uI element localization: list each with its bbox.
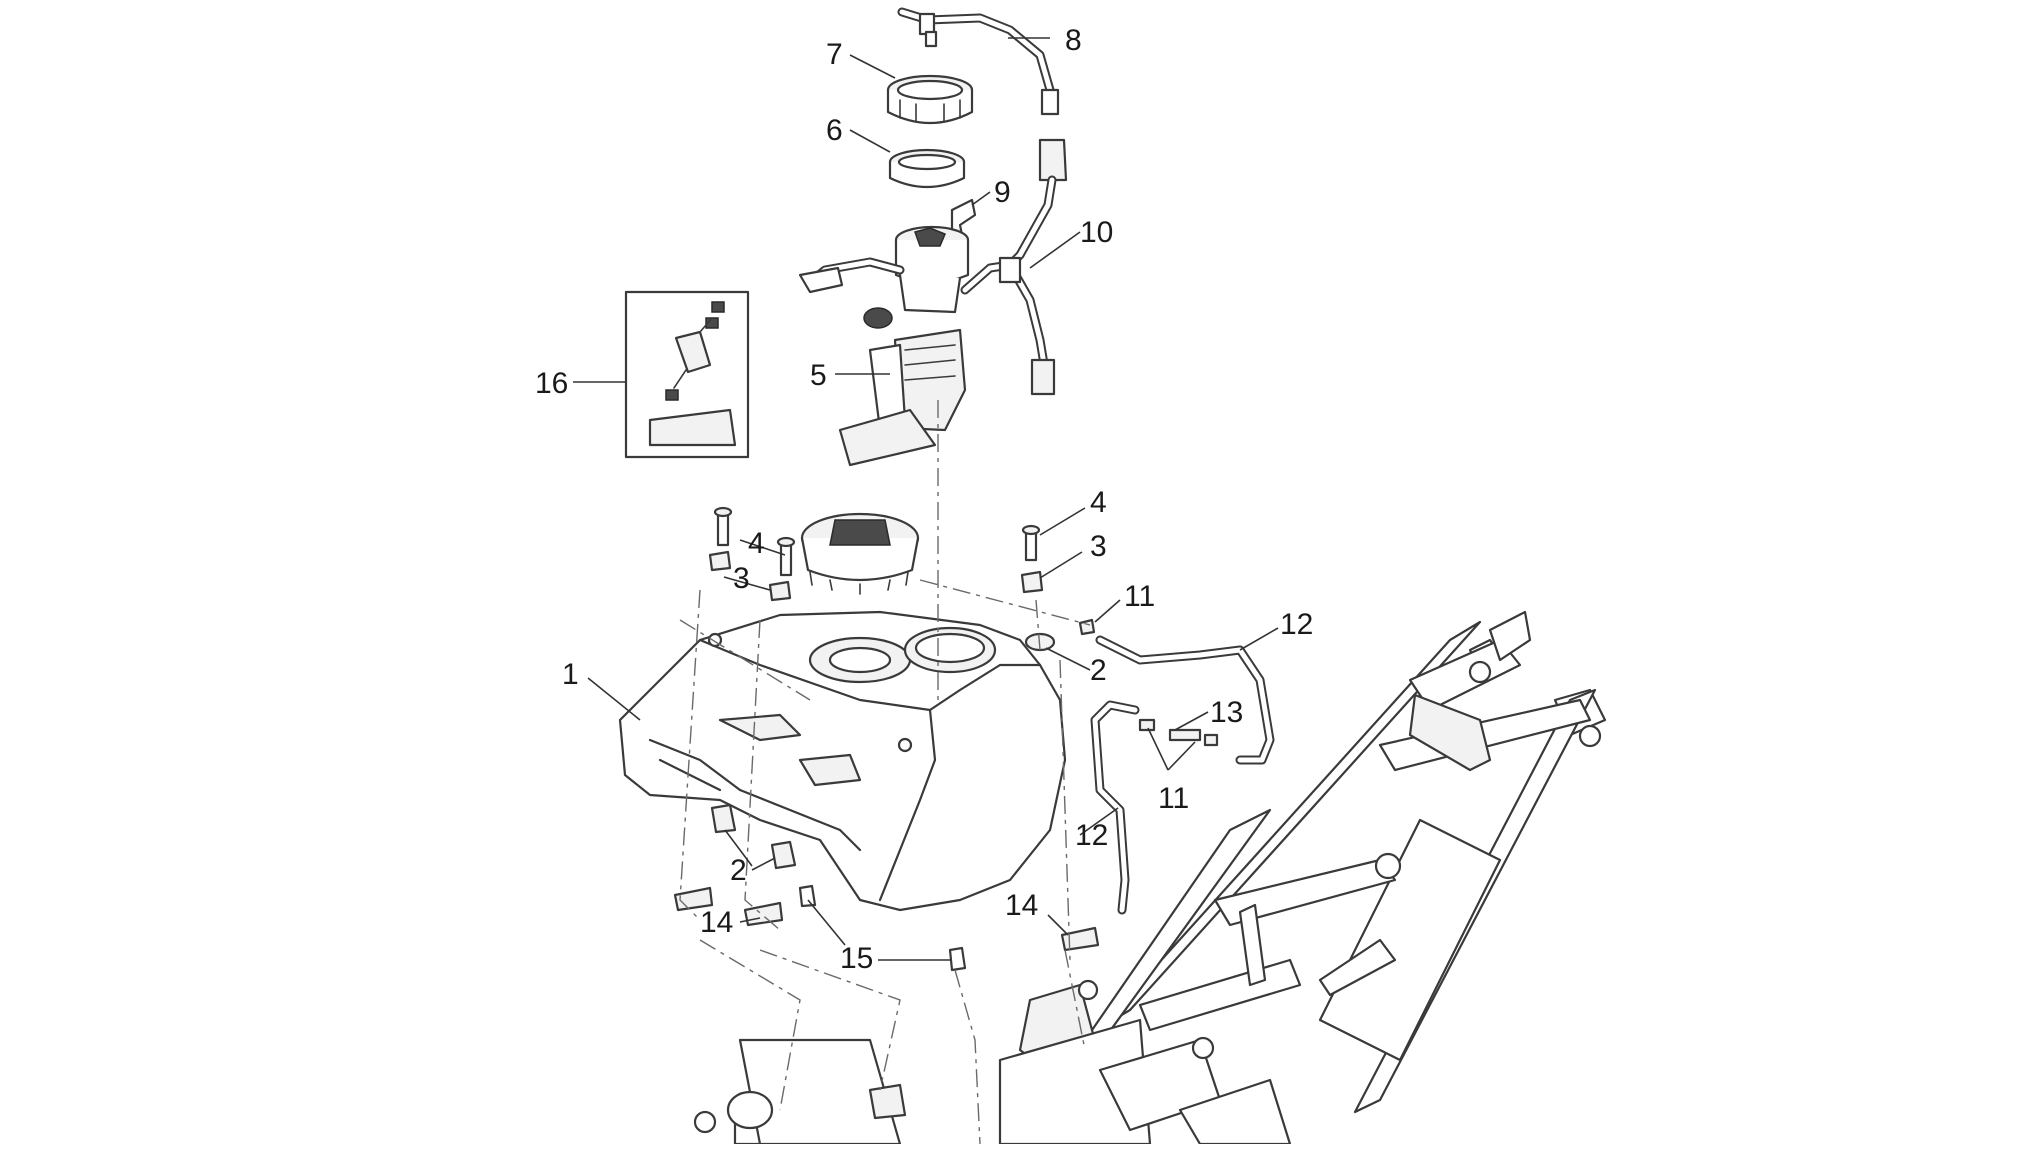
leader-lines — [573, 37, 1279, 961]
callout-3-left: 3 — [733, 562, 750, 595]
callout-11-top: 11 — [1124, 580, 1155, 613]
callout-6: 6 — [826, 114, 843, 147]
callout-14-left: 14 — [700, 906, 733, 939]
callout-9: 9 — [994, 176, 1011, 209]
callout-11-bottom: 11 — [1158, 782, 1189, 815]
callout-1: 1 — [562, 658, 579, 691]
callout-13: 13 — [1210, 696, 1243, 729]
ring-nut-7 — [886, 74, 974, 125]
vent-hoses-12 — [1090, 635, 1275, 915]
frame — [693, 610, 1607, 1146]
fasteners — [673, 506, 1100, 972]
callout-2-top: 2 — [1090, 654, 1107, 687]
fuel-filter-16 — [624, 290, 750, 459]
callout-12-top: 12 — [1280, 608, 1313, 641]
callout-8: 8 — [1065, 24, 1082, 57]
callout-3-right: 3 — [1090, 530, 1107, 563]
callout-7: 7 — [826, 38, 843, 71]
callout-15: 15 — [840, 942, 873, 975]
callout-4-left: 4 — [748, 527, 765, 560]
fuel-line-8 — [897, 7, 1068, 275]
callout-labels: 7 8 6 9 10 16 5 4 4 3 3 11 12 2 1 13 11 … — [535, 24, 1313, 975]
callout-12-bottom: 12 — [1075, 819, 1108, 852]
assembly-lines — [679, 400, 1091, 1145]
callout-4-right: 4 — [1090, 486, 1107, 519]
fuel-tank-1 — [618, 610, 1067, 912]
callout-14-right: 14 — [1005, 889, 1038, 922]
callout-16: 16 — [535, 367, 568, 400]
callout-10: 10 — [1080, 216, 1113, 249]
gasket-6 — [888, 148, 966, 188]
fuel-pump-5 — [798, 225, 1056, 467]
callout-5: 5 — [810, 359, 827, 392]
callout-2-bottom: 2 — [730, 854, 747, 887]
fuel-cap — [800, 512, 920, 595]
